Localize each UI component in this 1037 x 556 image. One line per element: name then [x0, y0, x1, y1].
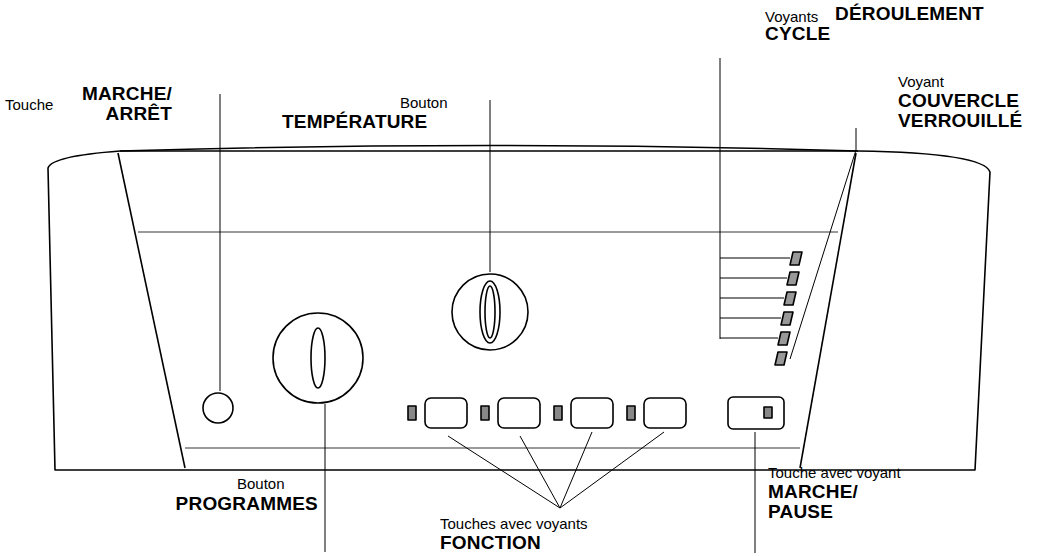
leader-line: [790, 128, 856, 359]
control-kind: Touche avec voyant: [768, 465, 901, 481]
control-name: DÉROULEMENT CYCLE: [765, 4, 997, 44]
function-led: [481, 406, 489, 420]
leader-line: [720, 338, 778, 339]
control-name: COUVERCLE VERROUILLÉ: [898, 91, 1022, 131]
leader-line: [720, 278, 787, 279]
leader-lines: [220, 58, 856, 553]
program-knob: [273, 313, 363, 403]
panel-right-divider: [800, 153, 856, 468]
function-button: [425, 398, 467, 428]
control-kind: Voyants: [765, 9, 818, 25]
control-name: MARCHE/ PAUSE: [768, 482, 858, 522]
lid-lock-led: [775, 352, 787, 365]
function-button: [571, 398, 613, 428]
panel-bottom-line: [185, 448, 800, 449]
leader-line: [755, 432, 756, 553]
control-kind: Touche: [5, 97, 53, 113]
control-name: TEMPÉRATURE: [282, 112, 427, 132]
function-button: [498, 398, 540, 428]
function-led: [554, 406, 562, 420]
cycle-led: [778, 332, 790, 345]
power-button: [203, 393, 233, 423]
control-kind: Touches avec voyants: [440, 516, 588, 532]
control-name: FONCTION: [440, 533, 541, 553]
start-pause-button: [728, 397, 784, 429]
cycle-led: [790, 252, 802, 265]
leader-line: [490, 100, 491, 272]
leader-line: [520, 436, 560, 508]
function-led: [408, 406, 416, 420]
temperature-knob-grip: [480, 281, 500, 343]
panel-top-edge: [120, 146, 858, 152]
program-knob-grip: [311, 328, 325, 388]
leader-line: [720, 258, 790, 259]
cycle-led: [784, 292, 796, 305]
leader-line: [720, 58, 721, 339]
cycle-led: [781, 312, 793, 325]
leader-line: [448, 436, 560, 508]
function-led: [627, 406, 635, 420]
temperature-knob-grip: [485, 286, 495, 338]
panel-left-divider: [118, 153, 185, 468]
panel-inner-line: [138, 232, 838, 233]
leader-line: [325, 404, 326, 552]
function-button: [644, 398, 686, 428]
temperature-knob: [452, 274, 528, 350]
panel-housing: [48, 151, 990, 470]
control-name: PROGRAMMES: [176, 494, 318, 514]
leader-line: [720, 298, 784, 299]
leader-line: [560, 432, 664, 508]
control-name: MARCHE/ ARRÊT: [82, 84, 172, 124]
leader-line: [220, 94, 221, 391]
start-pause-led: [764, 407, 772, 418]
control-kind: Voyant: [898, 74, 944, 90]
control-kind: Bouton: [400, 95, 448, 111]
control-kind: Bouton: [237, 476, 285, 492]
leader-line: [720, 318, 781, 319]
cycle-led: [787, 272, 799, 285]
